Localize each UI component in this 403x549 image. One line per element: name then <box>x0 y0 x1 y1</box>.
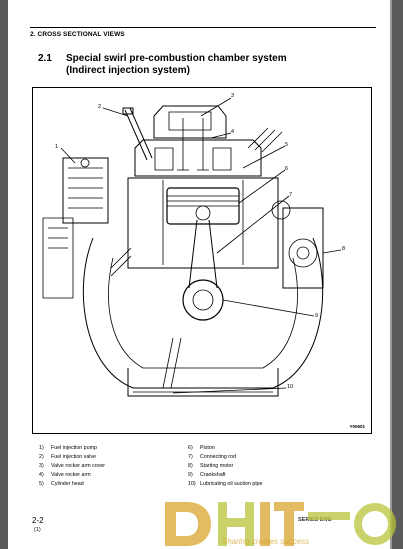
callout-7: 7 <box>289 192 292 198</box>
callout-5: 5 <box>285 142 288 148</box>
callout-9: 9 <box>315 313 318 319</box>
oil-pan-outline <box>127 368 279 397</box>
watermark-logo <box>165 502 396 546</box>
injector-outline <box>122 107 153 161</box>
legend-right: 6)Piston 7)Connecting rod 8)Starting mot… <box>188 444 262 489</box>
rocker-cover-outline <box>153 105 227 139</box>
leader-4 <box>210 132 232 139</box>
legend-item: 2)Fuel injection valve <box>39 454 97 460</box>
crank-big-end <box>182 279 224 321</box>
leader-6 <box>238 169 286 204</box>
crankcase-outline <box>82 237 324 389</box>
callout-2: 2 <box>98 104 101 110</box>
section-number: 2.1 <box>38 53 52 64</box>
cylinder-head-outline <box>134 139 262 177</box>
page-number: 2-2 <box>32 516 44 525</box>
cylinder-block-outline <box>127 177 279 269</box>
suction-pipe <box>162 337 182 389</box>
legend-item: 4)Valve rocker arm <box>39 472 91 478</box>
page-revision: (1) <box>34 527 41 533</box>
callout-6: 6 <box>285 166 288 172</box>
leader-1 <box>60 147 76 164</box>
legend-item: 7)Connecting rod <box>188 454 236 460</box>
chapter-heading: 2. CROSS SECTIONAL VIEWS <box>30 31 125 38</box>
header-rule <box>30 27 376 28</box>
callout-4: 4 <box>231 129 234 135</box>
section-title: Special swirl pre-combustion chamber sys… <box>66 53 356 77</box>
starting-motor-outline <box>282 207 324 289</box>
leader-5 <box>242 145 286 169</box>
legend-item: 6)Piston <box>188 445 215 451</box>
callout-3: 3 <box>231 93 234 99</box>
figure-code: Y00601 <box>349 424 365 429</box>
leader-3 <box>200 97 232 117</box>
legend-item: 8)Starting motor <box>188 463 234 469</box>
engine-cross-section-drawing: 1 2 3 4 5 6 7 8 9 10 <box>42 93 345 397</box>
connecting-rod-outline <box>188 219 218 289</box>
manual-page: 2. CROSS SECTIONAL VIEWS 2.1 Special swi… <box>8 0 392 549</box>
leader-8 <box>322 249 342 254</box>
legend-item: 3)Valve rocker arm cover <box>39 463 106 469</box>
section-title-line2: (Indirect injection system) <box>66 65 190 76</box>
leader-10 <box>172 387 287 394</box>
callout-10: 10 <box>287 384 293 390</box>
callout-1: 1 <box>55 144 58 150</box>
section-title-line1: Special swirl pre-combustion chamber sys… <box>66 53 287 64</box>
fuel-pump-outline <box>62 157 109 224</box>
callout-8: 8 <box>342 246 345 252</box>
legend-left: 1)Fuel injection pump 2)Fuel injection v… <box>39 444 105 489</box>
legend-item: 9)Crankshaft <box>188 472 226 478</box>
cross-section-figure: 1 2 3 4 5 6 7 8 9 10 Y00601 <box>32 87 372 434</box>
legend-item: 10)Lubricating oil suction pipe <box>188 481 263 487</box>
leader-2 <box>102 107 129 117</box>
legend-item: 1)Fuel injection pump <box>39 445 97 451</box>
watermark-tagline: Sharing creates success <box>222 537 310 546</box>
leader-9 <box>222 299 315 317</box>
leader-7 <box>216 195 290 254</box>
legend-item: 5)Cylinder head <box>39 481 84 487</box>
